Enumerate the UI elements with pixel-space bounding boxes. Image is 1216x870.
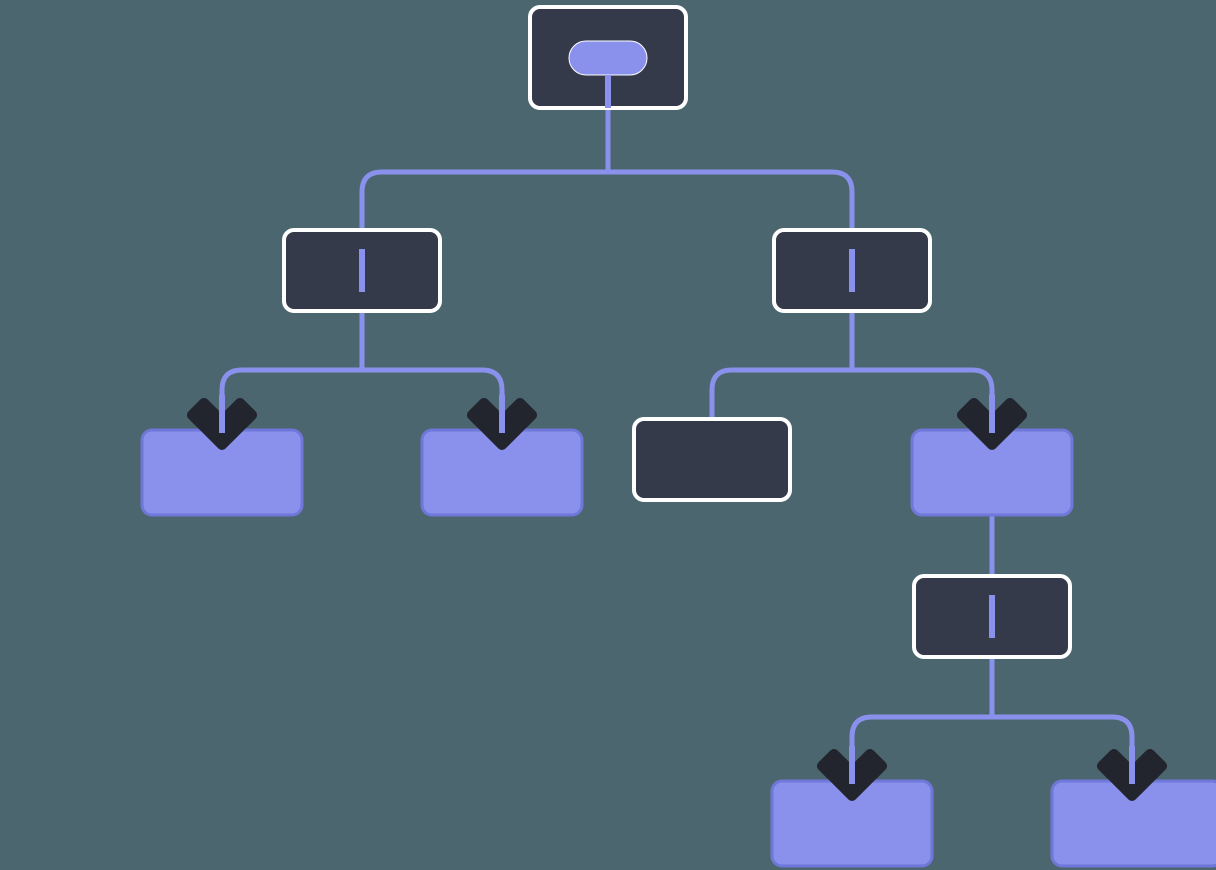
connector-left-corner-b (481, 367, 505, 391)
root-node-pill-marker (568, 40, 648, 76)
root-node[interactable] (528, 5, 688, 110)
dark-node-layer (282, 5, 1072, 659)
arrowhead-leaf-4-overlay (817, 746, 887, 801)
arrowhead-leaf-1-overlay (187, 395, 257, 450)
connector-root-corner-left (359, 169, 383, 193)
terminal-node-dark[interactable] (632, 417, 792, 502)
connector-deep-corner-b (1111, 714, 1135, 738)
arrowhead-leaf-5-overlay (1097, 746, 1167, 801)
connector-deep-corner-a (849, 714, 873, 738)
branch-node-deep[interactable] (912, 574, 1072, 659)
arrowhead-top-layer (187, 395, 1167, 801)
connector-root-split (359, 110, 855, 228)
branch-node-left[interactable] (282, 228, 442, 313)
connector-root-corner-right (831, 169, 855, 193)
connector-layer (219, 110, 1135, 785)
connector-right-corner-b (971, 367, 995, 391)
connector-deep-split (849, 659, 1135, 785)
branch-node-right[interactable] (772, 228, 932, 313)
terminal-node-dark-box[interactable] (632, 417, 792, 502)
arrowhead-leaf-3-overlay (957, 395, 1027, 450)
connector-left-split (219, 313, 505, 434)
connector-right-corner-a (709, 367, 733, 391)
arrowhead-leaf-2-overlay (467, 395, 537, 450)
connector-left-corner-a (219, 367, 243, 391)
connector-right-split (709, 313, 995, 434)
